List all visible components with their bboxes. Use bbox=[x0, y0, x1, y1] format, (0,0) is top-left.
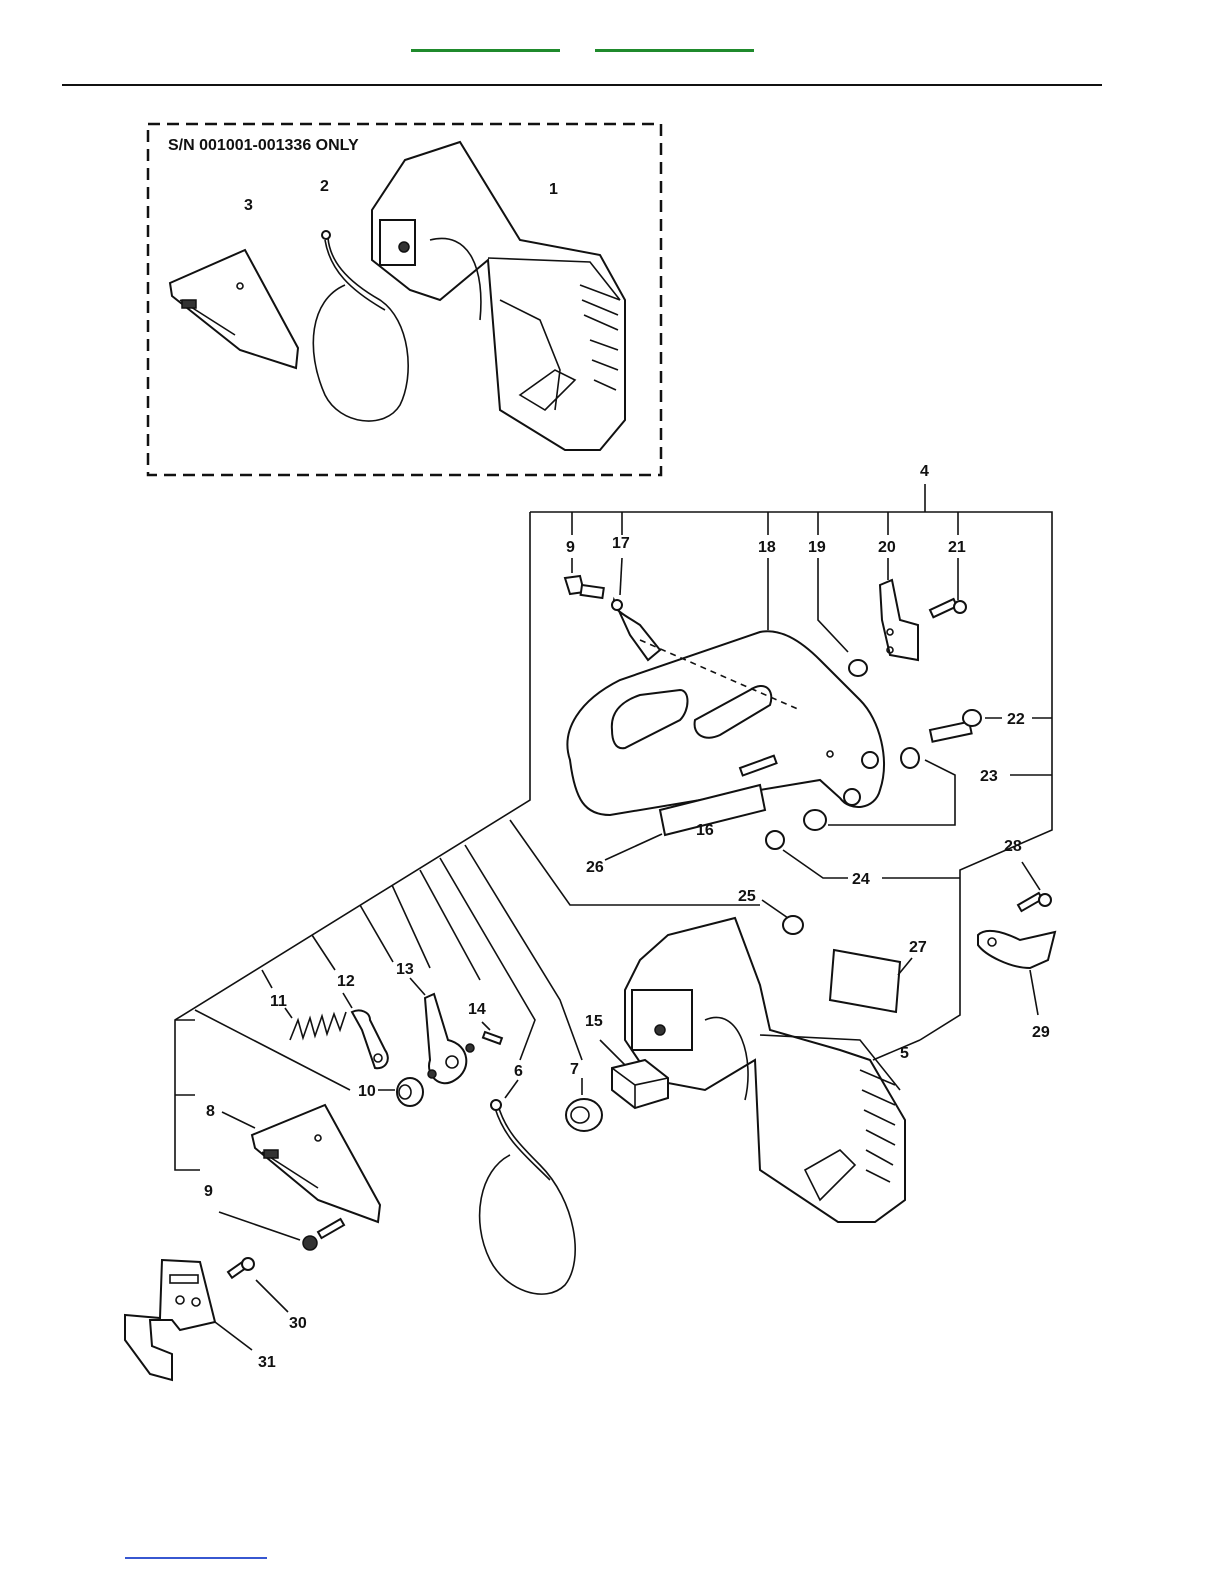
callout-26: 26 bbox=[586, 859, 604, 876]
callout-31: 31 bbox=[258, 1354, 276, 1371]
callout-10: 10 bbox=[358, 1083, 376, 1100]
callout-8: 8 bbox=[206, 1103, 215, 1120]
callout-21: 21 bbox=[948, 539, 966, 556]
part-27-label bbox=[830, 950, 912, 1012]
part-10-collar bbox=[378, 1078, 423, 1106]
callout-9-top: 9 bbox=[566, 539, 575, 556]
part-17-spring-clip bbox=[612, 558, 660, 660]
part-14-pin bbox=[482, 1022, 502, 1044]
callout-30: 30 bbox=[289, 1315, 307, 1332]
callout-16: 16 bbox=[696, 822, 714, 839]
callout-20: 20 bbox=[878, 539, 896, 556]
callout-17: 17 bbox=[612, 535, 630, 552]
callout-7: 7 bbox=[570, 1061, 579, 1078]
callout-19: 19 bbox=[808, 539, 826, 556]
part-22-bolt bbox=[930, 710, 1002, 742]
part-18-sprocket-cover bbox=[567, 558, 883, 815]
part-11-spring bbox=[285, 1008, 346, 1040]
part-6-brake-band bbox=[480, 1080, 576, 1294]
callout-24: 24 bbox=[852, 871, 870, 888]
callout-15: 15 bbox=[585, 1013, 603, 1030]
part-7-bushing bbox=[566, 1078, 602, 1131]
callout-13: 13 bbox=[396, 961, 414, 978]
callout-28: 28 bbox=[1004, 838, 1022, 855]
callout-11: 11 bbox=[270, 993, 287, 1010]
callout-5: 5 bbox=[900, 1045, 909, 1062]
callout-6: 6 bbox=[514, 1063, 523, 1080]
part-8-guide-plate bbox=[252, 1105, 380, 1222]
callout-14: 14 bbox=[468, 1001, 486, 1018]
callout-29: 29 bbox=[1032, 1024, 1050, 1041]
part-13-brake-lever bbox=[410, 978, 474, 1083]
callout-25: 25 bbox=[738, 888, 756, 905]
callout-22: 22 bbox=[1007, 711, 1025, 728]
callout-3: 3 bbox=[244, 197, 253, 214]
callout-12: 12 bbox=[337, 973, 355, 990]
part-1-brake-assembly bbox=[372, 142, 625, 450]
part-3-chain-guide-plate bbox=[170, 250, 298, 368]
part-25-nut bbox=[762, 900, 803, 934]
callout-23: 23 bbox=[980, 768, 998, 785]
callout-2: 2 bbox=[320, 178, 329, 195]
part-19-nut bbox=[818, 558, 867, 676]
part-24-nut bbox=[766, 831, 848, 878]
part-12-link bbox=[343, 993, 388, 1068]
part-21-screw bbox=[930, 558, 966, 617]
part-9-screw-bottom bbox=[303, 1219, 344, 1250]
callout-27: 27 bbox=[909, 939, 927, 956]
callout-9-bottom: 9 bbox=[204, 1183, 213, 1200]
part-9-bolt-top bbox=[565, 558, 604, 598]
part-28-screw bbox=[1018, 862, 1051, 911]
part-29-brake-link bbox=[978, 931, 1055, 1015]
callout-18: 18 bbox=[758, 539, 776, 556]
callout-4: 4 bbox=[920, 463, 929, 480]
part-20-catcher-plate bbox=[880, 558, 918, 660]
part-30-screw bbox=[228, 1258, 288, 1312]
callout-1: 1 bbox=[549, 181, 558, 198]
